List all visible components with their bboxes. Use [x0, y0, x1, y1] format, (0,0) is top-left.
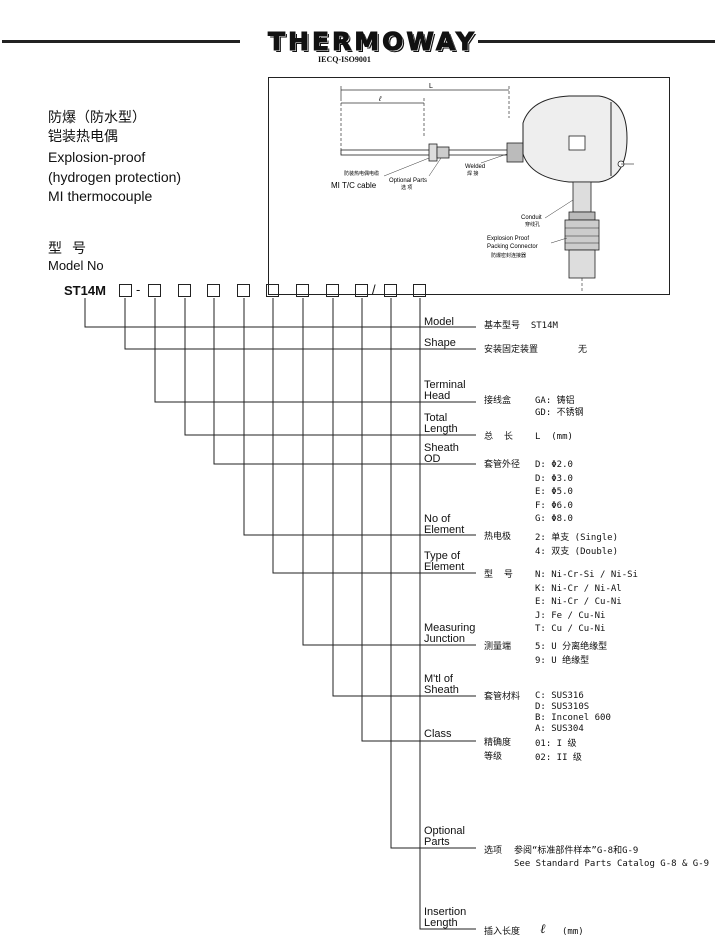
mi-cable-cn: 防装热电偶电缆	[344, 170, 379, 177]
row-material-label2: Sheath	[424, 684, 459, 696]
code-box-material	[326, 284, 339, 297]
code-box-shape	[119, 284, 132, 297]
header-rule-left	[2, 40, 240, 43]
row-length-options: L (mm)	[535, 432, 573, 442]
code-box-optional	[384, 284, 397, 297]
row-optional-label2: Parts	[424, 836, 450, 848]
code-box-junction	[296, 284, 309, 297]
row-element-type-options: N: Ni-Cr-Si / Ni-Si K: Ni-Cr / Ni-Al E: …	[535, 570, 638, 634]
row-class-label: Class	[424, 728, 452, 740]
row-model-value: 基本型号 ST14M	[484, 321, 558, 331]
row-length-cn: 总 长	[484, 432, 513, 442]
code-box-sheath	[207, 284, 220, 297]
row-insertion-symbol: ℓ	[540, 921, 546, 936]
code-dash: -	[136, 282, 141, 297]
row-element-type-label1: Type of	[424, 550, 461, 562]
packing-en2: Packing Connector	[487, 244, 538, 250]
row-length-label1: Total	[424, 412, 448, 424]
row-element-no-cn: 热电极	[484, 532, 512, 542]
row-optional-options: 参阅“标准部件样本”G-8和G-9 See Standard Parts Cat…	[514, 846, 710, 869]
thermocouple-drawing: L ℓ 防装热电偶电缆 MI T/C cable Optional Parts	[331, 83, 634, 292]
row-class-cn2: 等级	[484, 752, 503, 762]
conduit-cn: 穿线孔	[525, 221, 540, 228]
row-terminal-options: GA: 铸铝 GD: 不锈钢	[535, 396, 584, 418]
row-junction-cn: 测量端	[484, 642, 512, 652]
code-box-element-no	[237, 284, 250, 297]
row-insertion-cn: 插入长度	[484, 927, 521, 937]
header-rule-right	[478, 40, 715, 43]
row-terminal-cn: 接线盒	[484, 396, 512, 406]
conduit-en: Conduit	[521, 215, 542, 221]
optional-parts-cn: 选 项	[401, 184, 412, 191]
certification-label: IECQ-ISO9001	[318, 55, 371, 64]
row-junction-label2: Junction	[424, 633, 465, 645]
row-length-label2: Length	[424, 423, 458, 435]
row-insertion-label1: Insertion	[424, 906, 467, 918]
code-slash: /	[372, 282, 376, 297]
row-optional-label1: Optional	[424, 825, 465, 837]
mi-cable-en: MI T/C cable	[331, 181, 377, 190]
model-no-en: Model No	[48, 258, 104, 273]
row-terminal-label2: Head	[424, 390, 451, 402]
packing-cn: 防爆密封连接器	[491, 252, 526, 259]
row-sheath-label1: Sheath	[424, 442, 459, 454]
row-sheath-options: D: Φ2.0 D: Φ3.0 E: Φ5.0 F: Φ6.0 G: Φ8.0	[535, 460, 573, 524]
welded-en: Welded	[465, 164, 485, 170]
code-box-element-type	[266, 284, 279, 297]
title-en-line3: MI thermocouple	[48, 188, 153, 204]
row-insertion-label2: Length	[424, 917, 458, 929]
dim-l-label: ℓ	[378, 96, 382, 103]
row-shape-label: Shape	[424, 337, 456, 349]
row-element-type-label2: Element	[424, 561, 465, 573]
row-sheath-label2: OD	[424, 453, 441, 465]
packing-en1: Explosion Proof	[487, 236, 529, 242]
row-material-label1: M'tl of	[424, 673, 453, 685]
code-box-insertion	[413, 284, 426, 297]
row-sheath-cn: 套管外径	[484, 460, 521, 470]
code-box-class	[355, 284, 368, 297]
code-box-terminal	[148, 284, 161, 297]
row-element-no-label1: No of	[424, 513, 451, 525]
row-material-options: C: SUS316 D: SUS310S B: Inconel 600 A: S…	[535, 691, 611, 734]
title-cn-line1: 防爆（防水型）	[48, 109, 146, 125]
row-element-type-cn: 型 号	[484, 570, 513, 580]
dim-L-label: L	[429, 83, 433, 90]
title-cn-line2: 铠装热电偶	[48, 128, 118, 144]
row-terminal-label1: Terminal	[424, 379, 466, 391]
row-element-no-label2: Element	[424, 524, 465, 536]
row-model-label: Model	[424, 316, 454, 328]
model-code: ST14M	[64, 283, 106, 298]
row-shape-value: 无	[578, 345, 588, 355]
product-diagram: L ℓ 防装热电偶电缆 MI T/C cable Optional Parts	[268, 77, 670, 295]
brand-logo: THERMOWAY	[268, 27, 477, 56]
optional-parts-en: Optional Parts	[389, 178, 427, 184]
row-material-cn: 套管材料	[484, 692, 521, 702]
row-insertion-unit: (mm)	[562, 927, 584, 937]
row-class-cn1: 精确度	[484, 738, 512, 748]
title-en-line2: (hydrogen protection)	[48, 169, 182, 185]
welded-cn: 焊 接	[467, 170, 478, 177]
row-optional-cn: 选项	[484, 846, 503, 856]
model-no-cn: 型号	[48, 240, 96, 256]
row-element-no-options: 2: 单支 (Single) 4: 双支 (Double)	[535, 533, 619, 557]
row-class-options: 01: I 级 02: II 级	[535, 739, 582, 763]
row-junction-label1: Measuring	[424, 622, 476, 634]
row-shape-cn: 安装固定装置	[484, 345, 539, 355]
row-junction-options: 5: U 分离绝缘型 9: U 绝缘型	[535, 642, 608, 666]
code-box-length	[178, 284, 191, 297]
title-en-line1: Explosion-proof	[48, 149, 146, 165]
